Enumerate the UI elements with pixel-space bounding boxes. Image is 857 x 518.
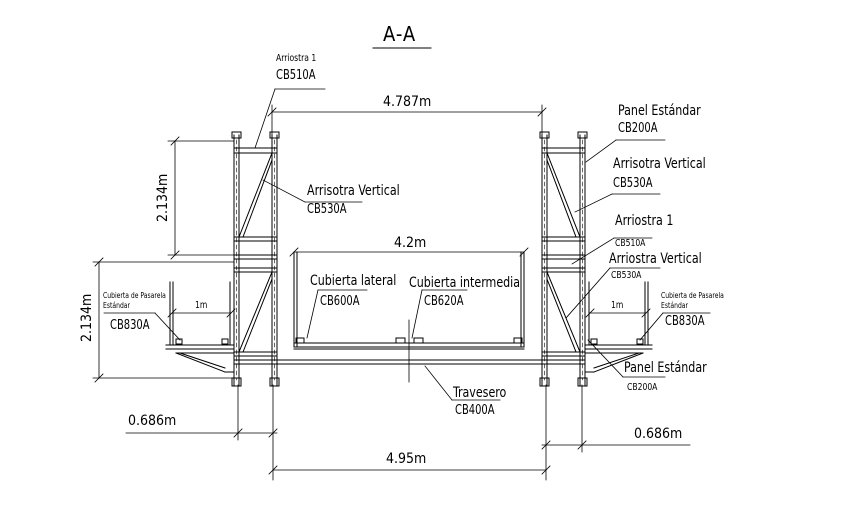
dim-walkway-right: 1m: [611, 300, 624, 311]
label-arriostra1-right-code: CB510A: [615, 238, 646, 249]
label-panel-std-top-code: CB200A: [618, 121, 658, 136]
label-pasarela-left-line2: Estándar: [103, 301, 131, 310]
dim-deck-span: 4.2m: [394, 235, 427, 251]
left-walkway: [165, 281, 235, 373]
label-cub-lateral-name: Cubierta lateral: [310, 273, 397, 289]
label-travesero-name: Travesero: [453, 385, 507, 401]
dim-left-height-lower: 2.134m: [79, 293, 95, 342]
leader-lines: [103, 88, 711, 401]
label-cub-intermedia-name: Cubierta intermedia: [409, 275, 521, 291]
label-pasarela-left-code: CB830A: [110, 318, 150, 333]
right-truss: [539, 131, 588, 387]
label-arriostra1-left-name: Arriostra 1: [276, 53, 317, 64]
dim-walkway-left: 1m: [195, 300, 208, 311]
section-title: A-A: [383, 22, 417, 46]
dim-bottom-span: 4.95m: [386, 451, 427, 467]
right-walkway: [584, 281, 653, 373]
label-cub-intermedia-code: CB620A: [424, 294, 464, 309]
label-pasarela-right-line2: Estándar: [661, 301, 689, 310]
label-pasarela-left-line1: Cubierta de Pasarela: [103, 291, 166, 300]
label-arriostra-vert-right1-code: CB530A: [613, 176, 653, 191]
label-pasarela-right-code: CB830A: [665, 314, 705, 329]
label-panel-std-top-name: Panel Estándar: [618, 103, 701, 119]
dim-outer-right: 0.686m: [634, 426, 683, 442]
label-arriostra1-right-name: Arriostra 1: [615, 213, 674, 229]
dim-outer-left: 0.686m: [128, 413, 177, 429]
label-arriostra-vert-right2-name: Arriostra Vertical: [609, 251, 702, 267]
dim-top-span: 4.787m: [383, 94, 432, 110]
left-truss: [231, 131, 280, 387]
label-cub-lateral-code: CB600A: [320, 294, 360, 309]
label-arriostra1-left-code: CB510A: [276, 68, 316, 83]
label-arriostra-vert-left-name: Arrisotra Vertical: [307, 183, 400, 199]
label-arriostra-vert-left-code: CB530A: [307, 202, 347, 217]
dimension-lines: [92, 104, 691, 481]
label-pasarela-right-line1: Cubierta de Pasarela: [661, 291, 724, 300]
label-travesero-code: CB400A: [455, 403, 495, 418]
label-arriostra-vert-right2-code: CB530A: [611, 270, 642, 281]
label-panel-std-bottom-code: CB200A: [627, 382, 658, 393]
deck: [233, 251, 586, 383]
label-panel-std-bottom-name: Panel Estándar: [624, 360, 707, 376]
dim-left-height-upper: 2.134m: [155, 173, 171, 222]
label-arriostra-vert-right1-name: Arrisotra Vertical: [613, 156, 706, 172]
